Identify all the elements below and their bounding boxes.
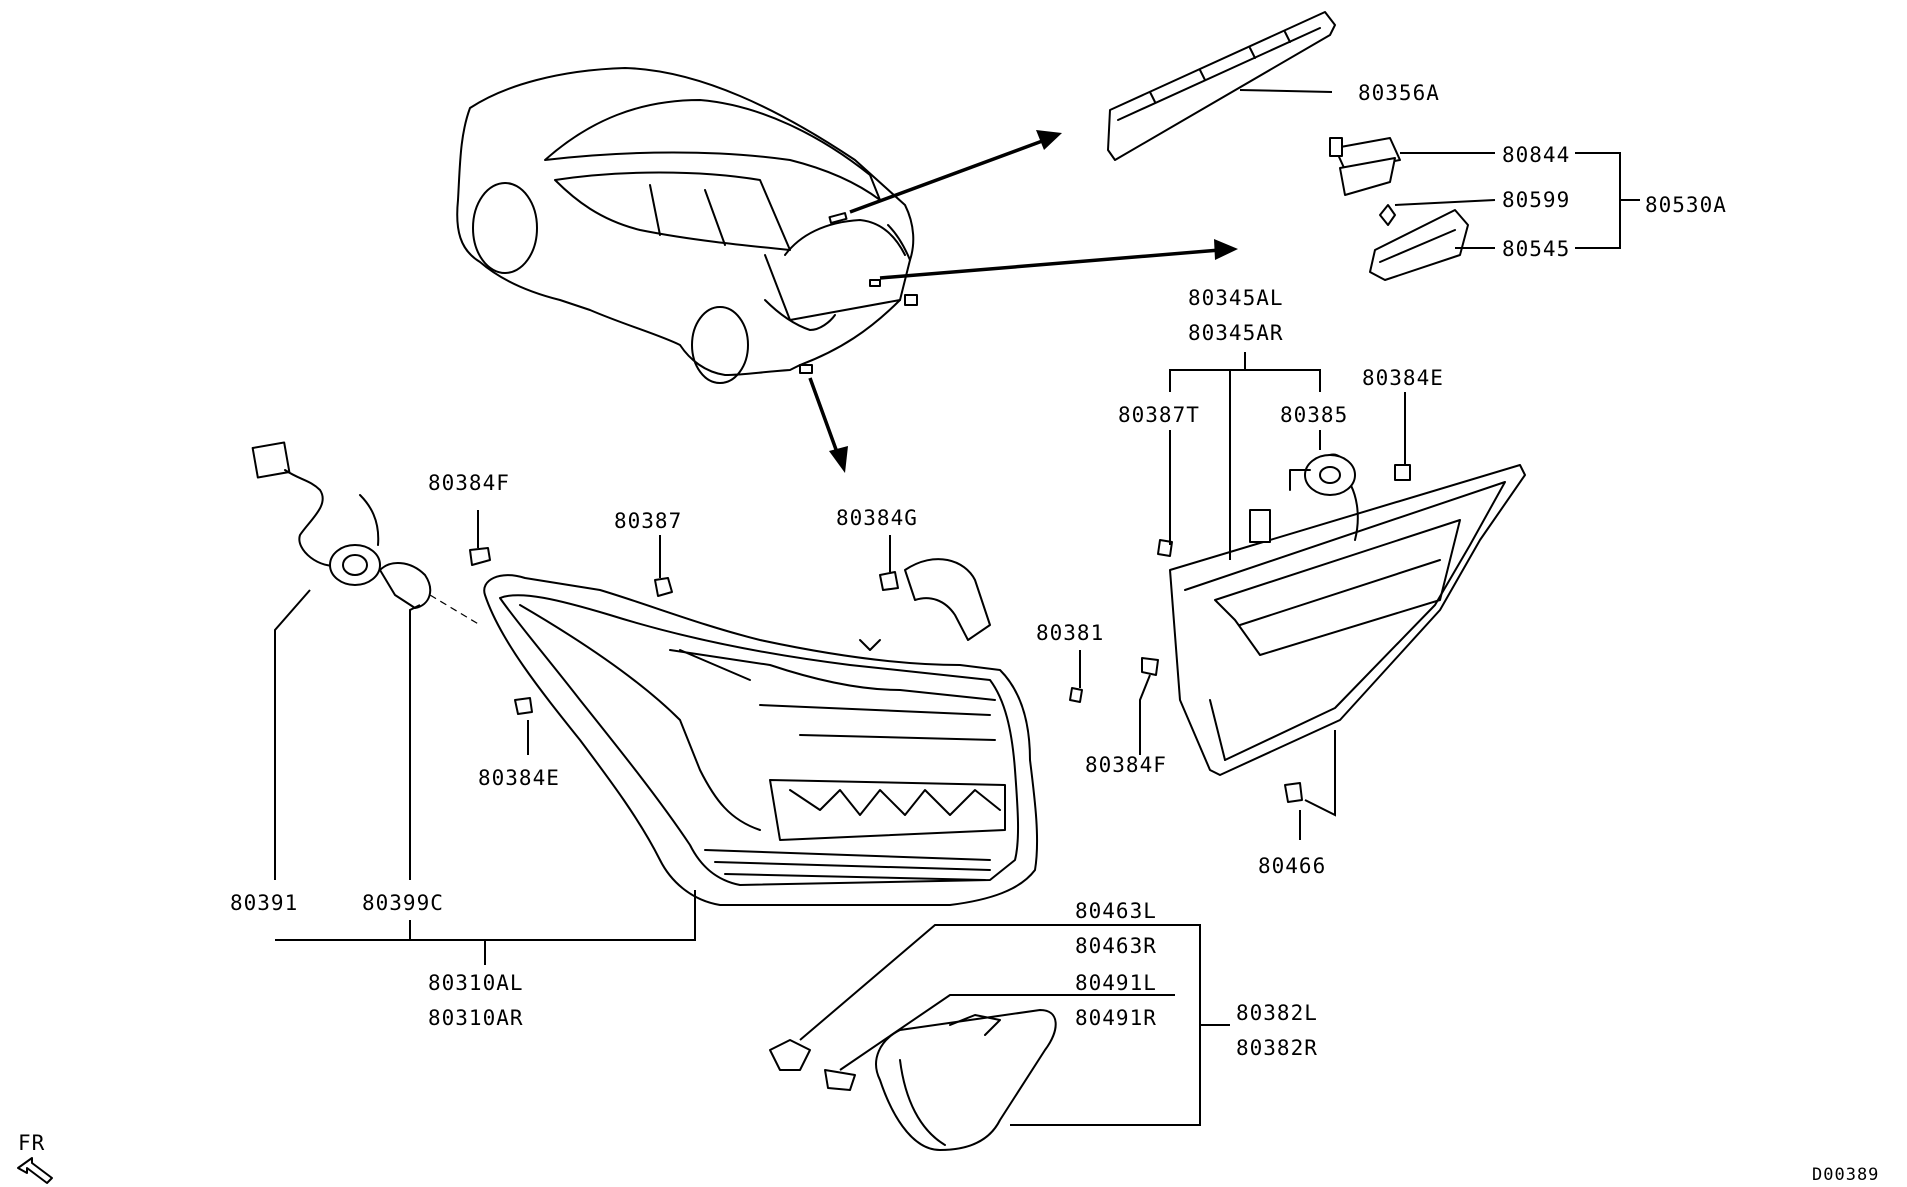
label-80382L: 80382L [1236,1001,1318,1025]
label-80391: 80391 [230,891,298,915]
inner-tail-lamp [1169,453,1526,776]
label-80844: 80844 [1502,143,1570,167]
label-80381: 80381 [1036,621,1104,645]
label-80463R: 80463R [1075,934,1157,958]
label-80387T: 80387T [1118,403,1200,427]
diagram-code: D00389 [1812,1165,1879,1185]
label-80399C: 80399C [362,891,444,915]
label-80345AL: 80345AL [1188,286,1284,310]
high-mount-stop-lamp [1107,11,1336,161]
label-80545: 80545 [1502,237,1570,261]
part-labels: 80356A 80844 80599 80530A 80545 80345AL … [230,81,1727,1060]
label-80599: 80599 [1502,188,1570,212]
label-80310AL: 80310AL [428,971,524,995]
label-80384F-left: 80384F [428,471,510,495]
label-80384E-left: 80384E [478,766,560,790]
location-arrows [808,130,1238,473]
license-plate-lamp [1329,137,1469,281]
front-indicator-label: FR [18,1131,45,1155]
front-arrow-icon [17,1157,53,1184]
fasteners [469,464,1411,803]
label-80345AR: 80345AR [1188,321,1284,345]
label-80491L: 80491L [1075,971,1157,995]
label-80382R: 80382R [1236,1036,1318,1060]
label-80466: 80466 [1258,854,1326,878]
label-80384G: 80384G [836,506,918,530]
leader-lines [274,89,1640,1126]
label-80385: 80385 [1280,403,1348,427]
front-direction-indicator: FR [17,1131,53,1184]
label-80463L: 80463L [1075,899,1157,923]
label-80491R: 80491R [1075,1006,1157,1030]
label-80384E-right: 80384E [1362,366,1444,390]
label-80310AR: 80310AR [428,1006,524,1030]
vehicle-outline [456,67,918,384]
rear-reflex-lamp [769,1009,1057,1151]
label-80356A: 80356A [1358,81,1440,105]
label-80384F-right: 80384F [1085,753,1167,777]
outer-tail-lamp [483,558,1039,906]
label-80530A: 80530A [1645,193,1727,217]
socket-and-bulb [251,441,481,626]
label-80387: 80387 [614,509,682,533]
